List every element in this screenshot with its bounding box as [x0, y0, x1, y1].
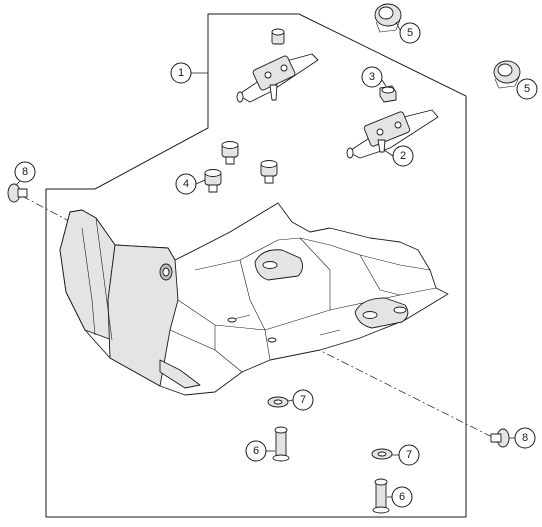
leader-3: [381, 79, 387, 87]
grommets: [374, 3, 521, 89]
leader-7a: [287, 399, 294, 402]
callout-1: 1: [170, 62, 192, 84]
rubber-bumpers: [204, 141, 278, 193]
svg-text:2: 2: [400, 150, 406, 162]
skid-plate: [59, 202, 449, 396]
callout-7-left: 7: [292, 389, 314, 411]
callout-5-right: 5: [516, 78, 538, 100]
callout-7-right: 7: [398, 444, 420, 466]
assembly-frame: [45, 13, 467, 518]
svg-text:6: 6: [253, 445, 259, 457]
svg-text:7: 7: [300, 394, 306, 406]
screws: [272, 426, 390, 514]
svg-text:5: 5: [407, 27, 413, 39]
callout-2: 2: [392, 145, 414, 167]
svg-text:8: 8: [22, 166, 28, 178]
svg-text:6: 6: [399, 491, 405, 503]
leader-5a: [395, 21, 401, 31]
svg-text:5: 5: [524, 83, 530, 95]
leader-8a: [15, 180, 21, 186]
svg-text:4: 4: [183, 178, 189, 190]
callout-6-right: 6: [391, 486, 413, 508]
svg-text:8: 8: [522, 432, 528, 444]
callout-5-upper: 5: [399, 22, 421, 44]
leader-4: [195, 179, 206, 185]
leader-2: [383, 149, 394, 157]
axis-line-right: [169, 274, 499, 441]
washers: [267, 396, 393, 460]
callout-3: 3: [361, 66, 383, 88]
mounting-bracket: [346, 109, 439, 159]
svg-text:1: 1: [178, 67, 184, 79]
svg-text:3: 3: [369, 71, 375, 83]
callout-8-right: 8: [514, 427, 536, 449]
callout-6-left: 6: [245, 440, 267, 462]
mounting-bracket-upper: [236, 28, 319, 103]
svg-text:7: 7: [406, 449, 412, 461]
callout-4: 4: [175, 173, 197, 195]
callout-8-left: 8: [14, 161, 36, 183]
nut: [379, 85, 397, 103]
